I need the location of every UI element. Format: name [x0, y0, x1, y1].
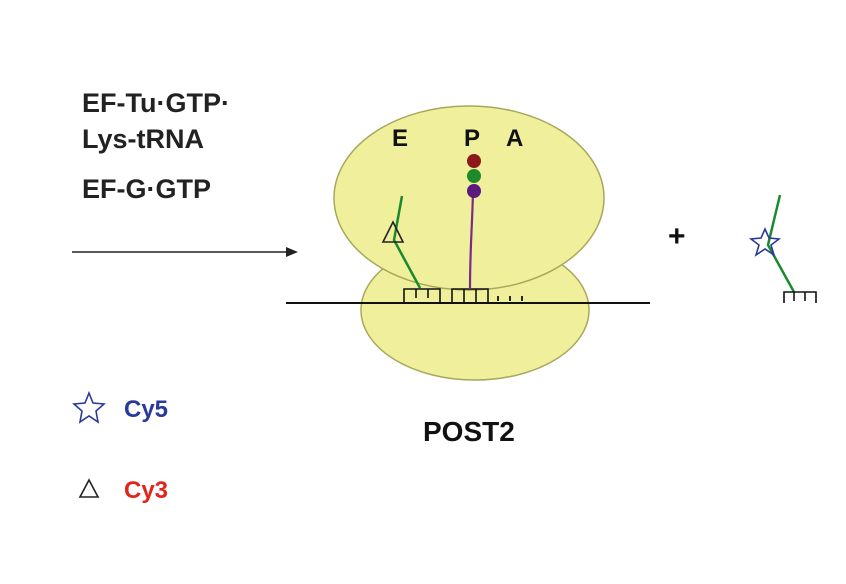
legend-star-icon	[72, 390, 106, 424]
e-site-trna	[392, 195, 422, 289]
plus-sign: +	[668, 220, 686, 253]
site-a-label: A	[506, 125, 523, 152]
peptide-bead-green	[467, 169, 481, 183]
site-e-label: E	[392, 125, 408, 152]
peptide-bead-red	[467, 154, 481, 168]
reagent-lys-trna: Lys-tRNA	[82, 124, 204, 154]
legend-triangle-icon	[78, 478, 100, 498]
ribosome-large-subunit	[333, 105, 605, 291]
released-trna	[748, 194, 817, 303]
reaction-arrow	[72, 247, 298, 257]
reagent-ef-g: EF-G·GTP	[82, 174, 211, 204]
cy3-triangle-icon	[381, 220, 405, 243]
p-site-trna	[468, 191, 475, 290]
peptide-bead-purple	[467, 184, 481, 198]
legend-cy5-label: Cy5	[124, 396, 168, 423]
reagent-ef-tu: EF-Tu·GTP·	[82, 88, 230, 118]
cy5-star-icon	[748, 227, 782, 257]
complex-label: POST2	[423, 416, 515, 447]
codon-e-site	[403, 288, 441, 303]
site-p-label: P	[464, 125, 480, 152]
legend: Cy5 Cy3	[72, 390, 168, 504]
legend-cy3-label: Cy3	[124, 477, 168, 504]
codon-a-site	[497, 296, 523, 301]
